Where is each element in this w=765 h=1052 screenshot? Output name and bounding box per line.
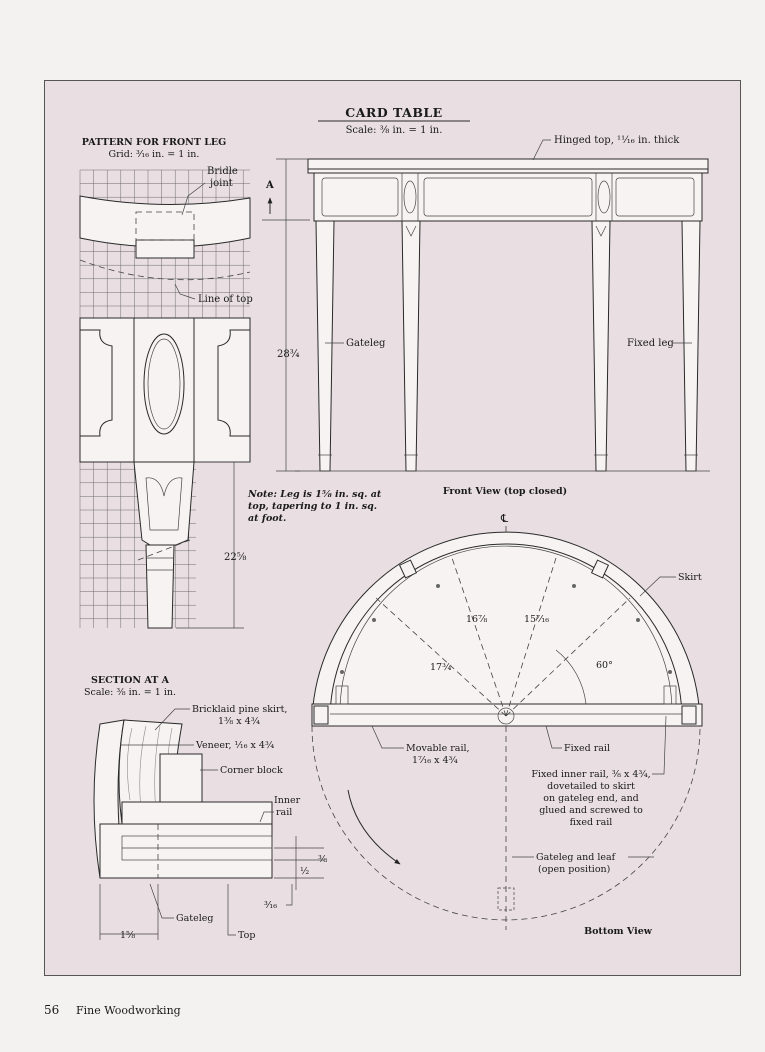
dim-width: 1⅝ bbox=[120, 930, 135, 941]
leg-note-3: at foot. bbox=[248, 513, 286, 524]
front-view-height: 28¾ bbox=[277, 349, 300, 360]
label-inner-rail-2: dovetailed to skirt bbox=[547, 781, 635, 792]
leg-upper bbox=[133, 461, 195, 546]
label-skirt-1: Bricklaid pine skirt, bbox=[192, 704, 287, 715]
dim-half: ½ bbox=[300, 866, 309, 877]
label-gateleg: Gateleg bbox=[346, 338, 386, 349]
oval-inlay-right bbox=[597, 180, 611, 214]
table-top bbox=[307, 158, 709, 170]
leg-pattern: PATTERN FOR FRONT LEG Grid: ³⁄₁₆ in. = 1… bbox=[79, 137, 382, 629]
section-at-a: SECTION AT A Scale: ⅜ in. = 1 in. Brickl… bbox=[84, 675, 327, 941]
tenon bbox=[135, 239, 195, 259]
label-top: Top bbox=[238, 930, 255, 941]
label-skirt: Skirt bbox=[678, 572, 702, 583]
label-gateleg-section: Gateleg bbox=[176, 913, 213, 924]
front-view-scale: Scale: ⅜ in. = 1 in. bbox=[346, 125, 443, 136]
leg-lower bbox=[145, 544, 175, 629]
front-view-title: CARD TABLE bbox=[345, 105, 442, 120]
dim-angle: 60° bbox=[596, 660, 613, 671]
bridle-block bbox=[79, 195, 251, 248]
leg-note-2: top, tapering to 1 in. sq. bbox=[248, 501, 377, 512]
label-inner-rail-1: Inner bbox=[274, 795, 301, 806]
centerline-symbol: ℄ bbox=[500, 512, 508, 525]
apron-panel-right bbox=[615, 177, 695, 217]
section-marker: A bbox=[265, 180, 274, 191]
leg-note-1: Note: Leg is 1⅝ in. sq. at bbox=[247, 489, 382, 500]
leg-pattern-title: PATTERN FOR FRONT LEG bbox=[82, 137, 226, 148]
leg-front-right bbox=[591, 220, 611, 472]
leg-front-left bbox=[401, 220, 421, 472]
front-view: CARD TABLE Scale: ⅜ in. = 1 in. 28¾ A bbox=[262, 105, 710, 497]
front-view-caption: Front View (top closed) bbox=[443, 486, 567, 497]
table-top-edge bbox=[307, 168, 709, 174]
label-fixed-leg: Fixed leg bbox=[627, 338, 674, 349]
section-title: SECTION AT A bbox=[91, 675, 170, 686]
apron bbox=[313, 172, 703, 222]
label-skirt-2: 1⅜ x 4¾ bbox=[218, 716, 260, 727]
label-gateleg-open-2: (open position) bbox=[538, 864, 610, 875]
section-scale: Scale: ⅜ in. = 1 in. bbox=[84, 687, 176, 698]
label-inner-rail-2: rail bbox=[276, 807, 292, 818]
label-inner-rail-3: on gateleg end, and bbox=[543, 793, 639, 804]
label-corner-block: Corner block bbox=[220, 765, 283, 776]
label-movable-rail-1: Movable rail, bbox=[406, 743, 470, 754]
label-bridle-2: joint bbox=[209, 178, 233, 189]
dim-three-sixteenths: ³⁄₁₆ bbox=[264, 900, 277, 911]
label-movable-rail-2: 1⁷⁄₁₆ x 4¾ bbox=[412, 755, 458, 766]
label-veneer: Veneer, ¹⁄₁₆ x 4¾ bbox=[195, 740, 274, 751]
label-inner-rail-1: Fixed inner rail, ⅜ x 4¾, bbox=[531, 769, 650, 780]
pattern-oval bbox=[143, 333, 185, 435]
corner-block bbox=[159, 753, 203, 803]
page-number: 56 bbox=[44, 1003, 60, 1017]
inner-rail bbox=[121, 801, 273, 825]
top-half-disc bbox=[311, 531, 701, 727]
apron-pattern bbox=[79, 317, 251, 463]
dim-radius-a: 16⅞ bbox=[466, 614, 487, 625]
bottom-view-caption: Bottom View bbox=[584, 926, 653, 937]
leg-gateleg bbox=[315, 220, 335, 472]
label-inner-rail-5: fixed rail bbox=[570, 817, 613, 828]
leg-length: 22⅝ bbox=[224, 552, 247, 563]
leg-pattern-grid-scale: Grid: ³⁄₁₆ in. = 1 in. bbox=[109, 149, 200, 160]
dim-three-eighths: ⅜ bbox=[318, 854, 327, 865]
label-gateleg-open-1: Gateleg and leaf bbox=[536, 852, 617, 863]
dim-radius-b: 15⁷⁄₁₆ bbox=[524, 614, 549, 625]
publication-name: Fine Woodworking bbox=[76, 1004, 181, 1017]
apron-panel-center bbox=[423, 177, 593, 217]
apron-panel-left bbox=[321, 177, 399, 217]
oval-inlay-left bbox=[403, 180, 417, 214]
leg-fixed bbox=[681, 220, 701, 472]
dim-radius-c: 17¾ bbox=[430, 662, 451, 673]
label-line-of-top: Line of top bbox=[198, 294, 253, 305]
gateleg-section bbox=[99, 823, 273, 879]
label-fixed-rail: Fixed rail bbox=[564, 743, 610, 754]
bottom-view: ℄ 16⅞ 15⁷⁄₁₆ 17¾ 60° Skirt bbox=[311, 512, 703, 937]
label-bridle-1: Bridle bbox=[207, 166, 238, 177]
label-hinged-top: Hinged top, ¹¹⁄₁₆ in. thick bbox=[554, 135, 680, 146]
label-inner-rail-4: glued and screwed to bbox=[539, 805, 643, 816]
